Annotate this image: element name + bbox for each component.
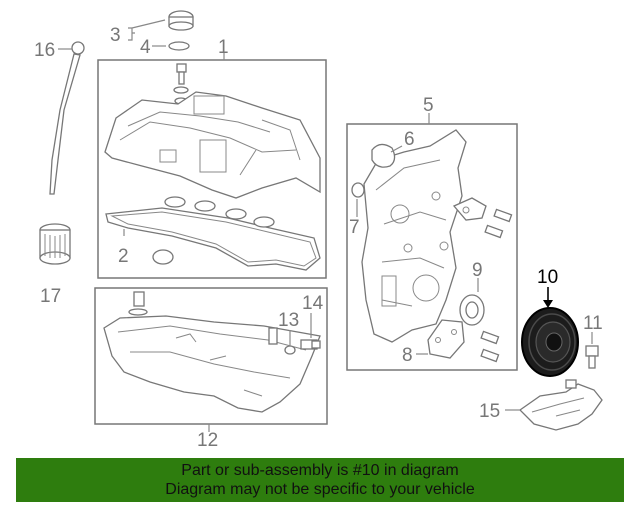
crankshaft-oil-seal[interactable] <box>459 294 485 326</box>
callout-16: 16 <box>34 40 55 61</box>
cover-seal[interactable] <box>351 182 365 198</box>
oil-pan-group-frame <box>94 287 328 425</box>
access-cover[interactable] <box>427 319 465 359</box>
oil-pan[interactable] <box>103 291 321 413</box>
timing-chain-cover[interactable] <box>361 129 467 343</box>
parts-diagram: 3 4 1 16 2 17 5 6 7 9 8 10 11 14 13 12 1… <box>34 10 603 451</box>
oil-dipstick[interactable] <box>49 41 85 195</box>
callout-1: 1 <box>218 37 229 58</box>
timing-cover-group-frame <box>346 123 518 371</box>
callout-7: 7 <box>349 217 360 238</box>
callout-12: 12 <box>197 430 218 451</box>
callout-14: 14 <box>302 293 324 314</box>
callout-3-leader <box>128 19 166 41</box>
banner-line-disclaimer: Diagram may not be specific to your vehi… <box>165 481 475 498</box>
callout-8: 8 <box>402 345 413 366</box>
cover-bracket[interactable] <box>452 197 487 221</box>
oil-filter[interactable] <box>39 223 71 265</box>
banner-line-part: Part or sub-assembly is #10 in diagram <box>181 462 459 479</box>
filler-cap-gasket[interactable] <box>168 41 190 51</box>
crankshaft-pulley-bolt[interactable] <box>585 345 599 369</box>
drain-plug[interactable] <box>300 339 321 350</box>
callout-6-leader <box>390 145 403 153</box>
callout-11: 11 <box>583 313 603 334</box>
callout-9: 9 <box>472 260 483 281</box>
callout-15: 15 <box>479 401 500 422</box>
valve-cover-gasket[interactable] <box>105 196 321 271</box>
crankshaft-pulley[interactable] <box>521 307 579 377</box>
valve-cover[interactable] <box>104 91 321 199</box>
oil-filler-cap[interactable] <box>168 10 194 31</box>
callout-3: 3 <box>110 25 121 46</box>
callout-10: 10 <box>537 267 558 288</box>
valve-cover-group-frame <box>97 59 327 279</box>
fitment-notice-banner: Part or sub-assembly is #10 in diagram D… <box>16 458 624 502</box>
engine-mount-bracket[interactable] <box>518 379 603 431</box>
cover-o-ring[interactable] <box>371 143 396 168</box>
cover-bolts[interactable] <box>480 208 513 363</box>
callout-5: 5 <box>423 95 434 116</box>
callout-10-arrow <box>543 300 553 308</box>
callout-17: 17 <box>40 286 61 307</box>
callout-2: 2 <box>118 246 129 267</box>
callout-6: 6 <box>404 129 415 150</box>
callout-4: 4 <box>140 37 151 58</box>
callout-13: 13 <box>278 310 299 331</box>
